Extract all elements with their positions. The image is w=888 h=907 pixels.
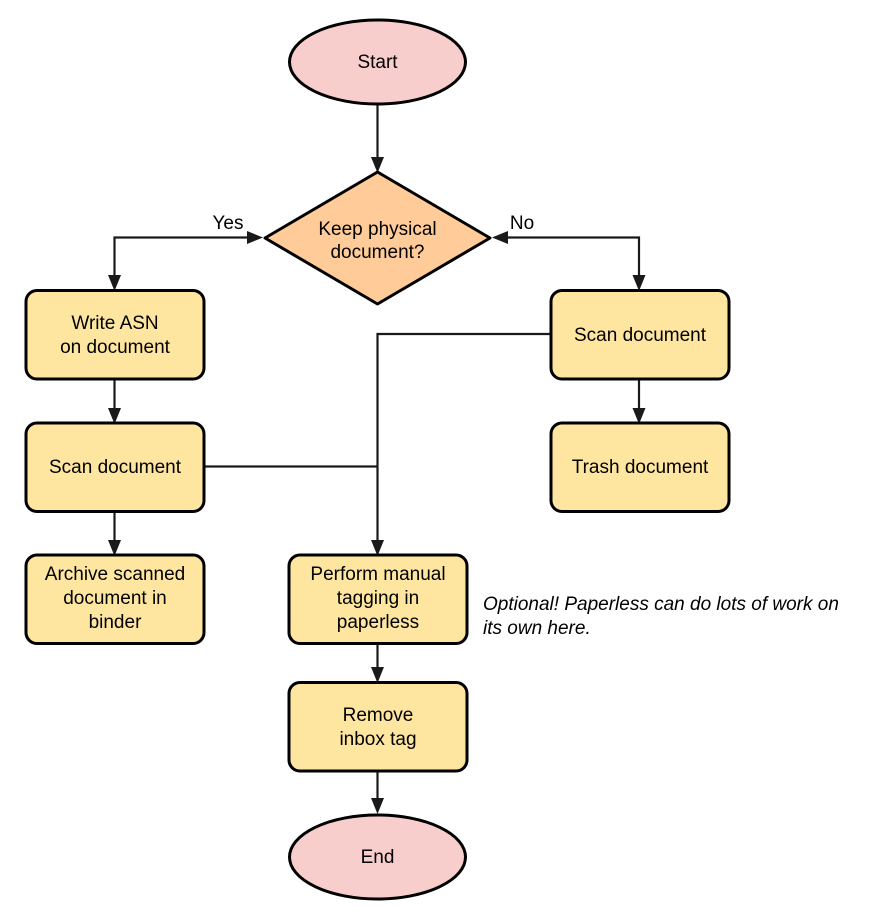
- node-label-end: End: [361, 847, 395, 868]
- edge-remove-inbox-to-end: [371, 772, 384, 814]
- edge-line: [376, 332, 552, 545]
- node-manual-tagging[interactable]: Perform manual tagging in paperless: [287, 553, 469, 645]
- process-box-shape[interactable]: [549, 421, 731, 513]
- process-box-shape[interactable]: [24, 421, 206, 513]
- arrowhead-icon: [492, 231, 508, 244]
- edge-line: [113, 236, 253, 281]
- arrowhead-icon: [247, 231, 263, 244]
- arrowhead-icon: [371, 667, 384, 683]
- edge-scan-left-to-archive: [108, 511, 121, 556]
- edge-manual-tagging-to-remove-inbox: [371, 643, 384, 683]
- process-box-shape[interactable]: [549, 289, 731, 381]
- node-write-asn[interactable]: Write ASN on document: [24, 289, 206, 381]
- edge-start-to-decision: [371, 104, 384, 173]
- arrowhead-icon: [371, 157, 384, 173]
- node-label-tagging-line3: paperless: [337, 612, 419, 633]
- process-box-shape[interactable]: [24, 553, 206, 645]
- arrowhead-icon: [371, 798, 384, 814]
- node-keep-physical-decision[interactable]: Keep physical document?: [263, 170, 492, 306]
- arrowhead-icon: [632, 408, 646, 424]
- process-box-shape[interactable]: [287, 681, 469, 773]
- arrowhead-icon: [108, 408, 121, 424]
- node-label-archive-line2: document in: [63, 588, 167, 609]
- arrowhead-icon: [632, 275, 646, 291]
- node-label-archive-line1: Archive scanned: [45, 564, 185, 585]
- arrowhead-icon: [108, 540, 121, 556]
- arrowhead-icon: [108, 275, 121, 291]
- node-label-tagging-line1: Perform manual: [310, 564, 445, 585]
- note-optional-paperless: Optional! Paperless can do lots of work …: [483, 594, 839, 639]
- edge-line: [502, 236, 641, 281]
- start-terminator-shape[interactable]: [288, 18, 467, 106]
- node-start[interactable]: Start: [288, 18, 467, 106]
- edge-label-no: No: [510, 213, 534, 234]
- node-label-write-asn-line2: on document: [60, 337, 171, 358]
- edge-decision-no-to-scan-right: No: [492, 213, 646, 291]
- node-label-remove-line2: inbox tag: [339, 729, 416, 750]
- edge-label-yes: Yes: [213, 213, 244, 234]
- node-scan-document-right[interactable]: Scan document: [549, 289, 731, 381]
- node-end[interactable]: End: [288, 813, 467, 901]
- edge-decision-yes-to-write-asn: Yes: [108, 213, 263, 291]
- edge-scan-right-to-manual-tagging: [371, 332, 552, 556]
- node-label-keep-physical-line2: document?: [330, 242, 424, 263]
- process-box-shape[interactable]: [287, 553, 469, 645]
- node-archive-in-binder[interactable]: Archive scanned document in binder: [24, 553, 206, 645]
- node-label-remove-line1: Remove: [343, 705, 414, 726]
- edge-scan-right-to-trash: [632, 379, 646, 424]
- node-label-tagging-line2: tagging in: [337, 588, 419, 609]
- node-scan-document-left[interactable]: Scan document: [24, 421, 206, 513]
- node-remove-inbox-tag[interactable]: Remove inbox tag: [287, 681, 469, 773]
- node-label-start: Start: [357, 52, 398, 73]
- edge-write-asn-to-scan-left: [108, 379, 121, 424]
- process-box-shape[interactable]: [24, 289, 206, 381]
- node-label-write-asn-line1: Write ASN: [71, 313, 158, 334]
- node-label-scan-left: Scan document: [49, 457, 182, 478]
- decision-diamond-shape[interactable]: [263, 170, 492, 306]
- end-terminator-shape[interactable]: [288, 813, 467, 901]
- note-line-2: its own here.: [483, 618, 591, 639]
- node-label-keep-physical-line1: Keep physical: [318, 219, 436, 240]
- node-label-trash: Trash document: [572, 457, 709, 478]
- node-trash-document[interactable]: Trash document: [549, 421, 731, 513]
- note-line-1: Optional! Paperless can do lots of work …: [483, 594, 839, 615]
- node-label-archive-line3: binder: [89, 612, 142, 633]
- arrowhead-icon: [371, 540, 384, 556]
- node-label-scan-right: Scan document: [574, 325, 707, 346]
